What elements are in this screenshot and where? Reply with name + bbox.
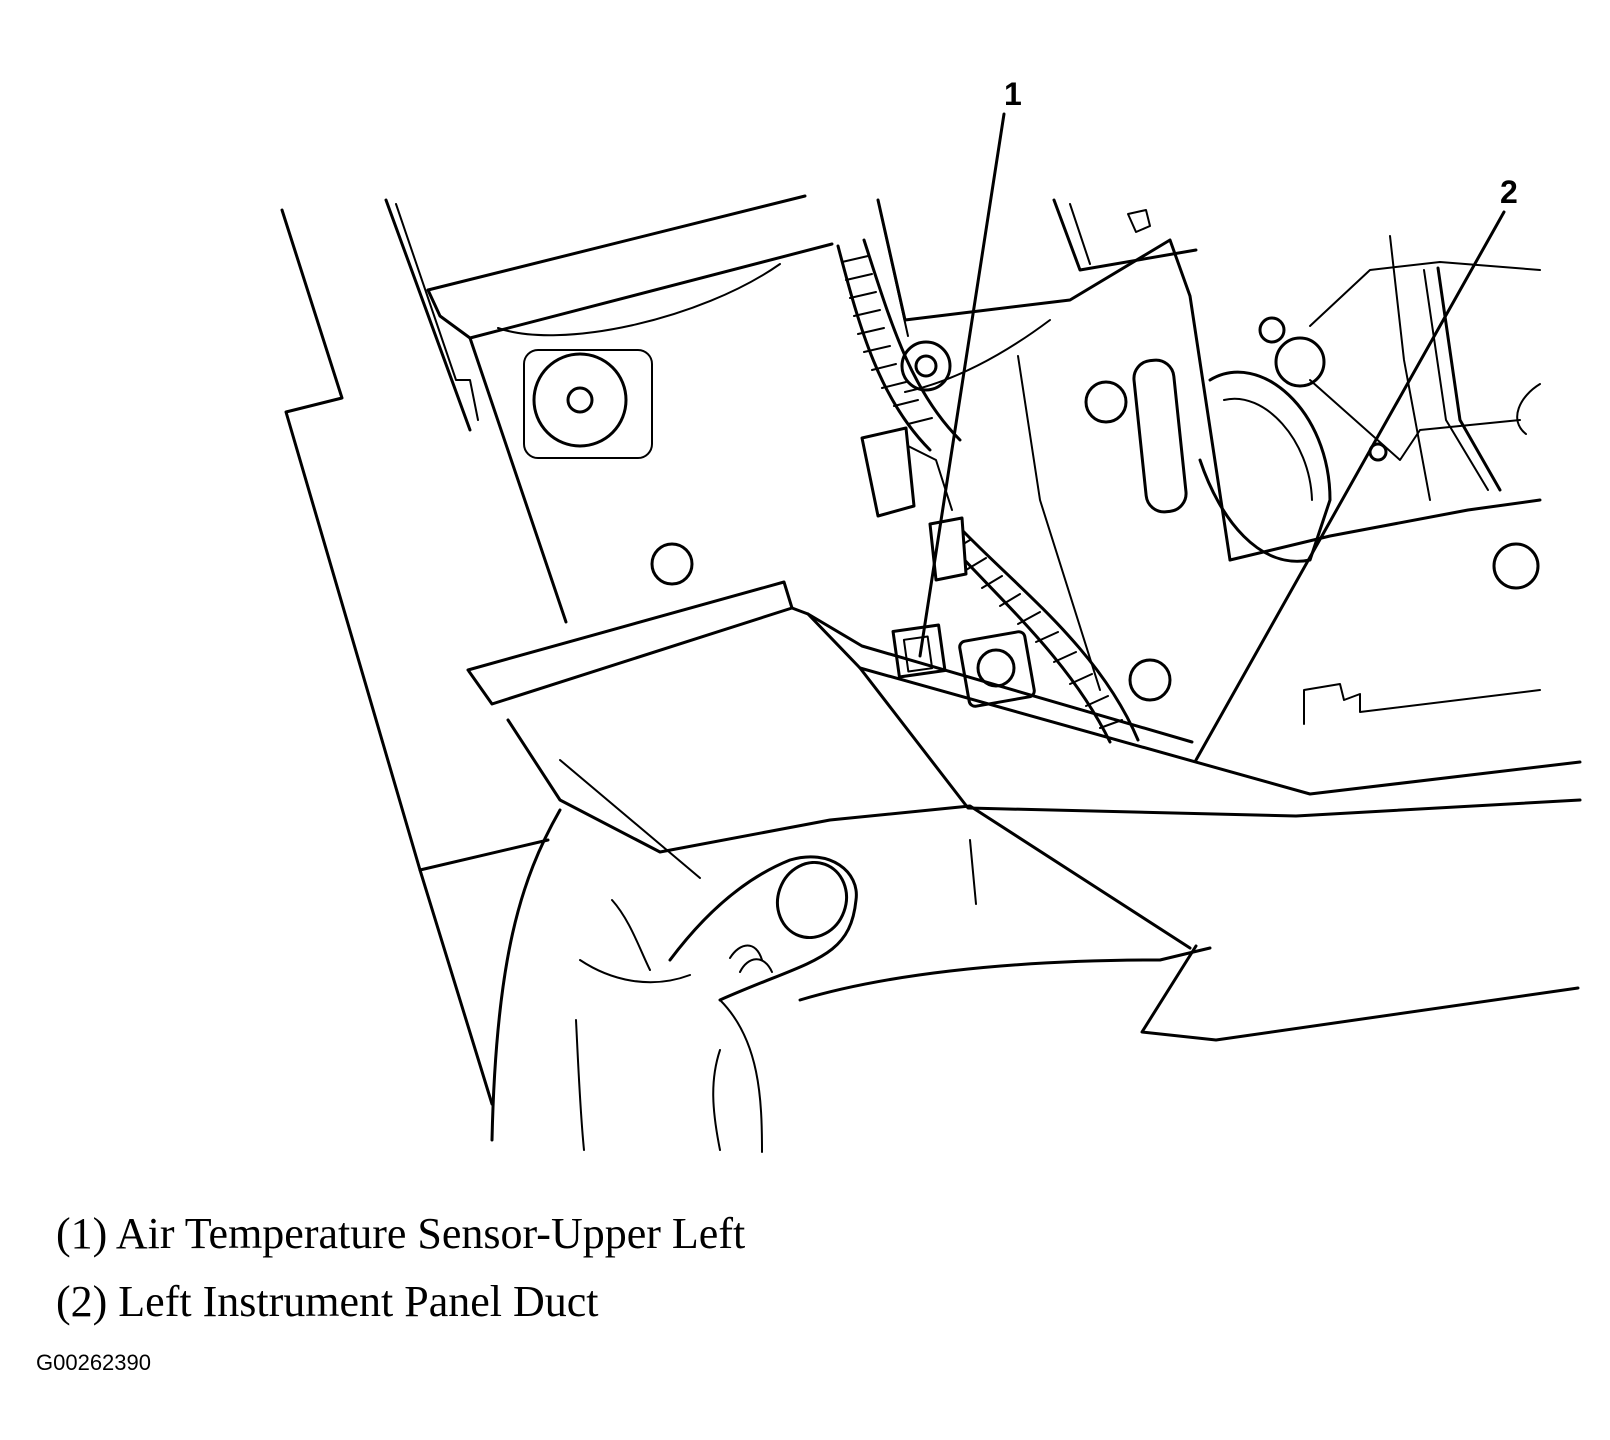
legend-item-2: (2) Left Instrument Panel Duct bbox=[56, 1277, 599, 1326]
hand-thumb bbox=[668, 855, 858, 1002]
right-housing-hole-3 bbox=[1492, 542, 1540, 590]
left-mount-ring bbox=[532, 352, 628, 448]
right-arm bbox=[1309, 261, 1541, 327]
clip-icon bbox=[1127, 209, 1151, 233]
sensor-inner bbox=[902, 635, 934, 673]
right-housing-top bbox=[1052, 198, 1198, 272]
right-housing-hole-2 bbox=[1128, 658, 1172, 702]
figure-id: G00262390 bbox=[36, 1350, 151, 1375]
right-arm-pin bbox=[1258, 316, 1286, 344]
wire-harness-hatch-upper bbox=[841, 255, 933, 425]
connector-block bbox=[860, 426, 916, 518]
duct-top-flange bbox=[466, 580, 794, 706]
right-housing-edge bbox=[1389, 235, 1431, 501]
wire-harness-lower-right bbox=[960, 528, 1140, 742]
wire-harness-upper-right bbox=[862, 238, 962, 442]
duct-side bbox=[1140, 944, 1580, 1042]
right-housing-lower bbox=[1228, 498, 1542, 562]
thumb-crease-2 bbox=[739, 958, 773, 973]
bracket-panel-inner bbox=[395, 203, 479, 421]
upper-panel-rail bbox=[426, 242, 834, 340]
hand-palm bbox=[490, 808, 562, 1142]
center-separator-inner bbox=[879, 209, 909, 337]
right-linkage bbox=[1309, 379, 1521, 461]
callout-2: 2 bbox=[1500, 174, 1518, 210]
center-box-edge bbox=[1017, 355, 1101, 691]
leader-line-1 bbox=[918, 112, 1006, 658]
legend-item-1: (1) Air Temperature Sensor-Upper Left bbox=[56, 1209, 746, 1258]
left-module-side bbox=[468, 336, 568, 624]
callout-1: 1 bbox=[1004, 76, 1022, 112]
right-edge-detail bbox=[1516, 383, 1541, 435]
right-arm-ring bbox=[1274, 336, 1326, 388]
wire-harness-lower-left bbox=[944, 538, 1112, 744]
center-mount-bolt bbox=[914, 354, 938, 378]
right-housing-hole-1 bbox=[1084, 380, 1128, 424]
right-housing-tab bbox=[1303, 683, 1541, 725]
wire-harness-upper-left bbox=[836, 244, 932, 452]
bracket-panel-edge bbox=[384, 198, 472, 432]
hand-under-duct bbox=[798, 946, 1212, 1002]
duct-lower-edge bbox=[506, 718, 1192, 950]
duct-rib bbox=[969, 839, 977, 905]
duct-outline-bottom bbox=[858, 666, 1582, 818]
upper-panel-curve bbox=[497, 263, 781, 337]
sensor-bracket bbox=[958, 630, 1036, 708]
palm-crease-2 bbox=[611, 899, 651, 971]
dash-lower-step bbox=[418, 838, 550, 872]
left-mount-bolt bbox=[566, 386, 594, 414]
upper-panel-top bbox=[426, 194, 807, 292]
finger-crease bbox=[712, 1049, 721, 1151]
duct-inner-line bbox=[559, 759, 701, 879]
finger-lower bbox=[719, 999, 763, 1153]
thumbnail bbox=[776, 860, 848, 940]
blower-inner bbox=[1223, 397, 1313, 501]
blower-housing bbox=[1198, 370, 1332, 563]
right-housing-inner bbox=[1069, 203, 1091, 265]
thumb-crease-1 bbox=[729, 944, 763, 961]
left-module-hole bbox=[650, 542, 694, 586]
dash-outer-edge bbox=[280, 208, 422, 872]
right-column-inner bbox=[1423, 269, 1489, 491]
dash-lower-edge bbox=[418, 868, 494, 1106]
center-curve bbox=[904, 319, 1051, 393]
center-mount-ring bbox=[900, 340, 952, 392]
palm-crease bbox=[579, 959, 691, 984]
wrist-line bbox=[575, 1019, 585, 1151]
left-mount-plate bbox=[523, 349, 653, 459]
right-housing-slot bbox=[1132, 358, 1188, 514]
duct-rear-edge bbox=[806, 612, 1194, 744]
leader-line-2 bbox=[1194, 210, 1506, 762]
